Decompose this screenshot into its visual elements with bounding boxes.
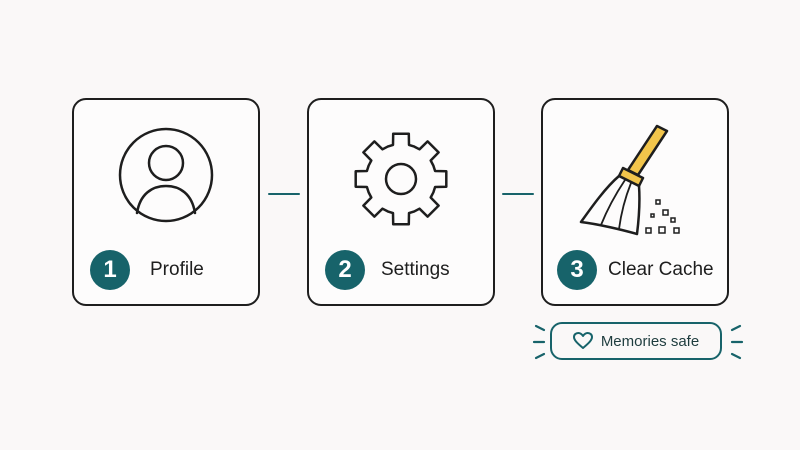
step-footer: 1 Profile <box>90 250 204 290</box>
user-icon <box>74 100 258 240</box>
step-card-profile: 1 Profile <box>72 98 260 306</box>
broom-icon <box>543 100 727 240</box>
memories-safe-label: Memories safe <box>600 332 700 350</box>
step-card-clear-cache: 3 Clear Cache <box>541 98 729 306</box>
step-number-badge: 3 <box>557 250 597 290</box>
gear-icon <box>309 100 493 240</box>
step-label-profile: Profile <box>150 259 204 280</box>
step-connector <box>502 193 534 195</box>
sparkle-lines-icon <box>730 324 744 360</box>
step-number-badge: 2 <box>325 250 365 290</box>
heart-icon <box>572 332 593 349</box>
step-card-settings: 2 Settings <box>307 98 495 306</box>
step-connector <box>268 193 300 195</box>
step-label-clear-cache: Clear Cache <box>608 259 714 280</box>
step-footer: 2 Settings <box>325 250 450 290</box>
step-label-settings: Settings <box>381 259 450 280</box>
memories-safe-callout: Memories safe <box>530 320 746 368</box>
memories-safe-badge: Memories safe <box>550 322 722 360</box>
step-footer: 3 Clear Cache <box>557 250 714 290</box>
step-number-badge: 1 <box>90 250 130 290</box>
sparkle-lines-icon <box>532 324 546 360</box>
